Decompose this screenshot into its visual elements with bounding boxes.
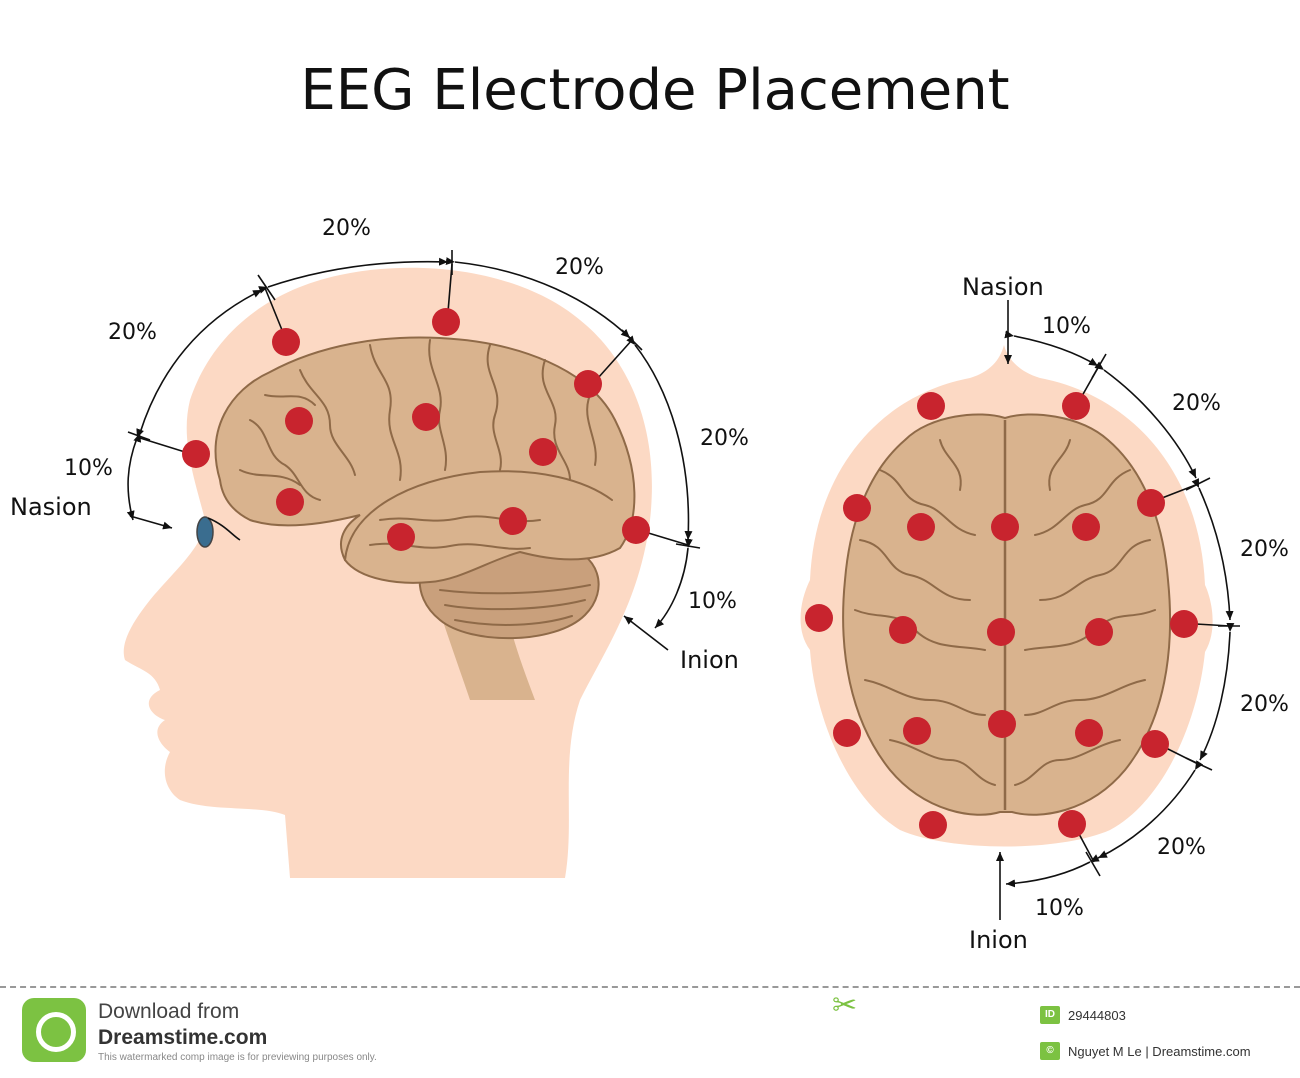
electrode bbox=[499, 507, 527, 535]
electrode bbox=[805, 604, 833, 632]
author-credit[interactable]: Nguyet M Le | Dreamstime.com bbox=[1068, 1044, 1251, 1059]
label-top-front-small: 10% bbox=[1042, 314, 1091, 339]
top-view: Nasion 10% 20% 20% 20% 20% 10% Inion bbox=[800, 273, 1289, 954]
electrode bbox=[1075, 719, 1103, 747]
label-top-middle: 20% bbox=[555, 255, 604, 280]
electrode bbox=[432, 308, 460, 336]
label-front-small: 10% bbox=[64, 456, 113, 481]
label-back: 20% bbox=[700, 426, 749, 451]
top-arc-10-back bbox=[1005, 854, 1100, 888]
dreamstime-logo-icon bbox=[22, 998, 86, 1062]
electrode bbox=[833, 719, 861, 747]
electrode bbox=[843, 494, 871, 522]
eeg-diagram: 20% 20% 20% 20% 10% 10% Nasion Inion bbox=[10, 216, 1289, 954]
electrode bbox=[1062, 392, 1090, 420]
electrode bbox=[988, 710, 1016, 738]
label-top-front: 20% bbox=[322, 216, 371, 241]
download-text: Download from bbox=[98, 1000, 240, 1023]
side-arc-20-top2 bbox=[445, 257, 631, 339]
image-id: 29444803 bbox=[1068, 1008, 1126, 1023]
label-back-small: 10% bbox=[688, 589, 737, 614]
side-electrodes bbox=[182, 308, 650, 551]
page-title: EEG Electrode Placement bbox=[300, 58, 1010, 123]
electrode bbox=[1137, 489, 1165, 517]
electrode bbox=[622, 516, 650, 544]
electrode bbox=[991, 513, 1019, 541]
electrode bbox=[1058, 810, 1086, 838]
electrode bbox=[1170, 610, 1198, 638]
side-arc-10-back bbox=[654, 538, 693, 629]
label-top-lower-right: 20% bbox=[1157, 835, 1206, 860]
label-inion-top: Inion bbox=[969, 926, 1028, 954]
electrode bbox=[1072, 513, 1100, 541]
electrode bbox=[574, 370, 602, 398]
top-electrodes bbox=[805, 392, 1198, 839]
watermark-notice: This watermarked comp image is for previ… bbox=[98, 1052, 377, 1063]
electrode bbox=[889, 616, 917, 644]
copyright-badge: © bbox=[1040, 1042, 1060, 1060]
side-view: 20% 20% 20% 20% 10% 10% Nasion Inion bbox=[10, 216, 749, 879]
electrode bbox=[917, 392, 945, 420]
electrode bbox=[1085, 618, 1113, 646]
download-site-link[interactable]: Dreamstime.com bbox=[98, 1026, 268, 1049]
side-arc-10-front bbox=[126, 428, 144, 521]
eye-icon bbox=[196, 516, 214, 548]
top-arc-20-3 bbox=[1199, 622, 1235, 761]
side-arc-20-front bbox=[133, 289, 263, 443]
electrode bbox=[412, 403, 440, 431]
label-top-upper-right: 20% bbox=[1172, 391, 1221, 416]
electrode bbox=[387, 523, 415, 551]
electrode bbox=[903, 717, 931, 745]
electrode bbox=[987, 618, 1015, 646]
top-arc-10-front bbox=[1004, 330, 1099, 367]
electrode bbox=[285, 407, 313, 435]
top-arc-20-1 bbox=[1094, 361, 1197, 479]
footer-divider bbox=[0, 986, 1300, 988]
electrode bbox=[907, 513, 935, 541]
label-top-mid-right-lower: 20% bbox=[1240, 692, 1289, 717]
label-top-back-small: 10% bbox=[1035, 896, 1084, 921]
top-arc-20-2 bbox=[1191, 478, 1234, 621]
electrode bbox=[272, 328, 300, 356]
electrode bbox=[276, 488, 304, 516]
watermark-footer: Download from Dreamstime.com This waterm… bbox=[0, 986, 1300, 1078]
top-arc-20-4 bbox=[1097, 760, 1204, 859]
electrode bbox=[182, 440, 210, 468]
label-nasion-top: Nasion bbox=[962, 273, 1044, 301]
electrode bbox=[529, 438, 557, 466]
electrode bbox=[1141, 730, 1169, 758]
side-arc-20-top1 bbox=[258, 257, 449, 294]
label-inion-side: Inion bbox=[680, 646, 739, 674]
label-nasion-side: Nasion bbox=[10, 493, 92, 521]
id-badge: ID bbox=[1040, 1006, 1060, 1024]
scissors-icon: ✂ bbox=[832, 989, 858, 1022]
label-top-back: 20% bbox=[108, 320, 157, 345]
side-arc-20-back bbox=[626, 335, 693, 541]
electrode bbox=[919, 811, 947, 839]
label-top-mid-right-upper: 20% bbox=[1240, 537, 1289, 562]
